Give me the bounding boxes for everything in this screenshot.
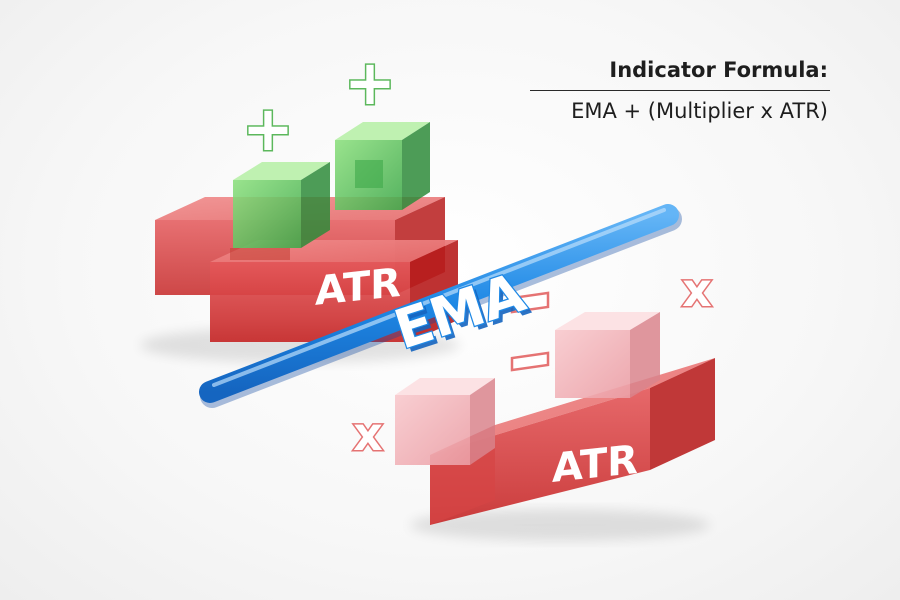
atr-label-lower: ATR xyxy=(552,437,638,492)
formula-title: Indicator Formula: xyxy=(609,58,828,82)
atr-label-upper: ATR xyxy=(315,260,401,315)
plus-symbol-right: + xyxy=(344,46,396,119)
plus-cube-left xyxy=(233,162,330,248)
times-symbol-left: x xyxy=(353,407,383,461)
minus-cube-right xyxy=(555,312,660,398)
plus-cube-right xyxy=(335,122,430,210)
plus-symbol-left: + xyxy=(242,92,294,165)
formula-expression: EMA + (Multiplier x ATR) xyxy=(571,99,828,123)
formula-divider xyxy=(530,90,830,91)
minus-cube-left xyxy=(395,378,495,465)
times-symbol-right: x xyxy=(682,263,712,317)
ema-line xyxy=(199,204,682,408)
formula-panel: Indicator Formula: EMA + (Multiplier x A… xyxy=(530,58,830,123)
atr-block-lower xyxy=(430,358,715,525)
minus-symbol xyxy=(510,291,550,372)
